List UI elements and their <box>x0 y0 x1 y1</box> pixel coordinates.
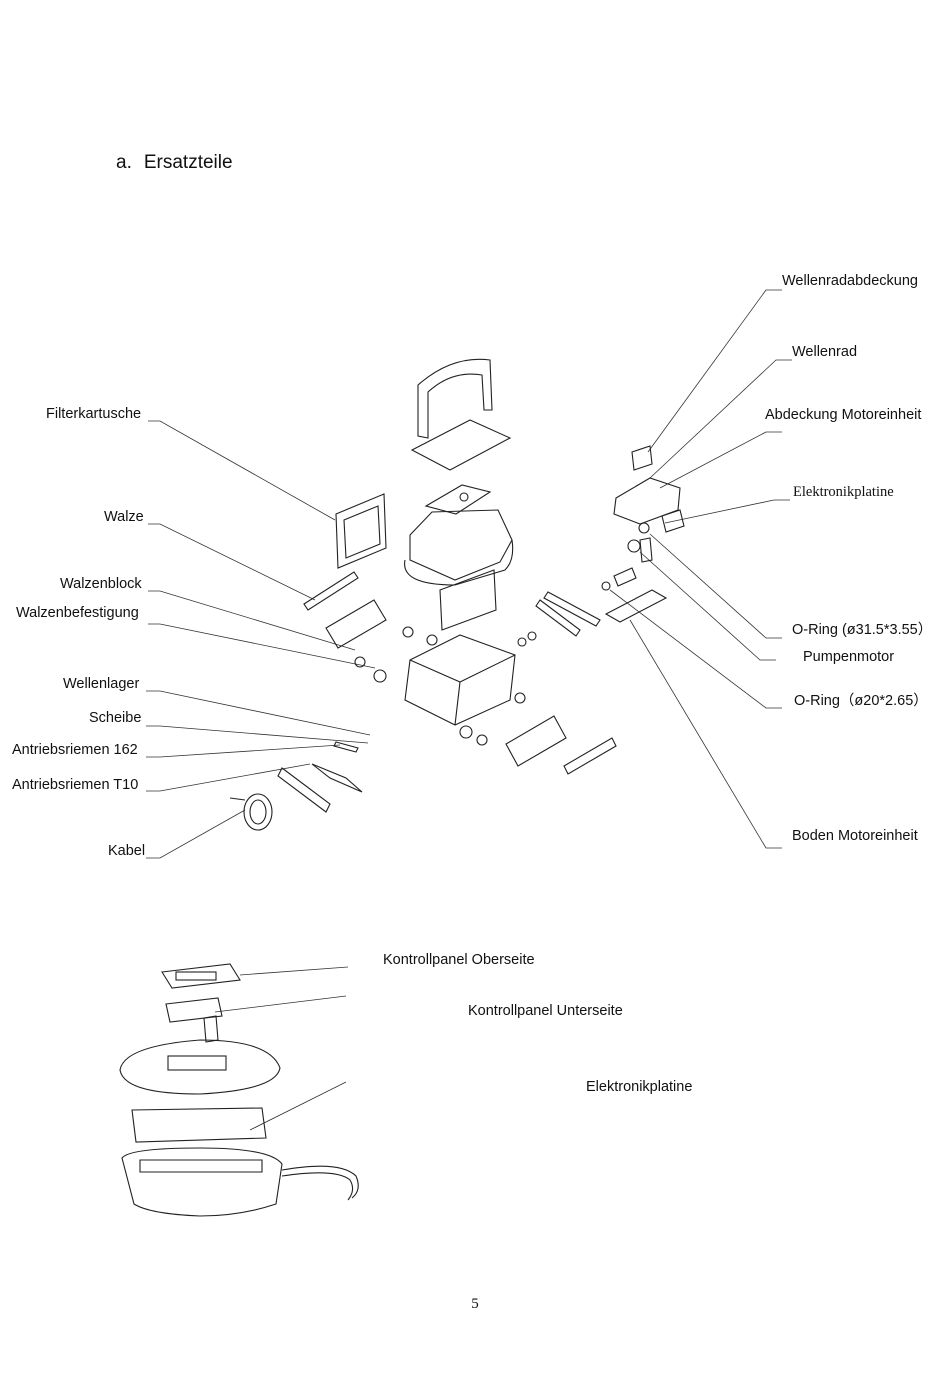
top-housing-part <box>404 484 514 586</box>
label-o-ring-31: O-Ring (ø31.5*3.55） <box>792 622 933 638</box>
label-walze: Walze <box>104 509 144 525</box>
leader-lines-bottom <box>214 966 349 1131</box>
motor-unit-part <box>601 445 685 623</box>
cable-part <box>229 793 273 831</box>
leader-lines-left <box>146 420 376 859</box>
page-number: 5 <box>471 1296 479 1312</box>
label-walzenbefestigung: Walzenbefestigung <box>16 605 139 621</box>
label-wellenrad: Wellenrad <box>792 344 858 360</box>
roller-part <box>303 571 617 775</box>
handle-part <box>410 358 512 471</box>
section-number: a. <box>116 152 132 173</box>
label-antriebsriemen-t10: Antriebsriemen T10 <box>12 777 139 793</box>
chassis-part <box>404 634 516 726</box>
label-elektronikplatine-bottom: Elektronikplatine <box>586 1079 693 1095</box>
label-walzenblock: Walzenblock <box>60 576 142 592</box>
control-panel-assembly <box>119 963 359 1217</box>
section-title: Ersatzteile <box>143 152 233 173</box>
filter-cartridge-part <box>335 493 497 631</box>
label-boden-motoreinheit: Boden Motoreinheit <box>792 828 918 844</box>
label-wellenlager: Wellenlager <box>63 676 140 692</box>
label-scheibe: Scheibe <box>89 710 142 726</box>
label-antriebsriemen-162: Antriebsriemen 162 <box>12 742 138 758</box>
label-kabel: Kabel <box>108 843 146 859</box>
section-heading: a. Ersatzteile <box>116 152 233 174</box>
label-pumpenmotor: Pumpenmotor <box>803 649 895 665</box>
label-kontrollpanel-unterseite: Kontrollpanel Unterseite <box>468 1003 623 1019</box>
small-parts <box>354 626 537 746</box>
label-abdeckung-motoreinheit: Abdeckung Motoreinheit <box>765 407 922 423</box>
leader-lines-right <box>609 289 792 849</box>
label-wellenradabdeckung: Wellenradabdeckung <box>782 273 918 289</box>
belt-part <box>277 591 601 813</box>
label-filterkartusche: Filterkartusche <box>46 406 142 422</box>
label-elektronikplatine-right: Elektronikplatine <box>793 484 894 500</box>
label-kontrollpanel-oberseite: Kontrollpanel Oberseite <box>383 952 535 968</box>
label-o-ring-20: O-Ring（ø20*2.65） <box>794 693 928 709</box>
